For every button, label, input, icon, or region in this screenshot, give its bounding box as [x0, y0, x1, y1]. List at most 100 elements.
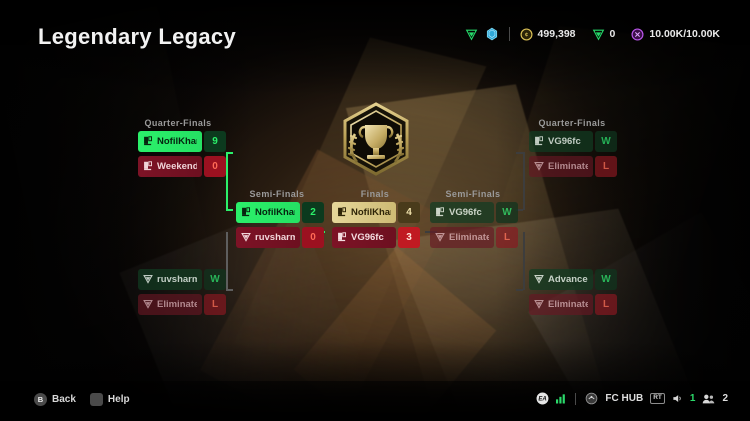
- pennant-icon: [534, 300, 544, 309]
- team-name: Weekend4(: [157, 161, 197, 172]
- ea-logo-icon: EA: [536, 392, 549, 405]
- speaker-icon: [672, 393, 683, 404]
- team-score: 4: [398, 202, 420, 223]
- team-name: Eliminated: [449, 232, 489, 243]
- team-score: 0: [302, 227, 324, 248]
- team-name-cell: ruvsharmak: [138, 269, 202, 290]
- team-name: Advanced: [548, 274, 588, 285]
- flag-icon: [535, 136, 544, 146]
- match-qf-left-bottom[interactable]: ruvsharmak W Eliminated L: [138, 269, 226, 319]
- match-qf-left-top[interactable]: NofilKhan2 9 Weekend4( 0: [138, 131, 226, 181]
- pennant-icon: [143, 275, 153, 284]
- team-score: 2: [302, 202, 324, 223]
- xp-amount: 10.00K/10.00K: [649, 28, 720, 40]
- fc-hub-label[interactable]: FC HUB: [605, 393, 644, 404]
- rt-trigger-key: RT: [650, 393, 665, 404]
- team-score: W: [496, 202, 518, 223]
- flag-icon: [338, 232, 347, 242]
- bracket-team-row[interactable]: VG96fc W: [430, 202, 518, 223]
- bracket-team-row[interactable]: VG96fc W: [529, 131, 617, 152]
- flag-icon: [144, 136, 153, 146]
- gem-icon: [485, 27, 499, 41]
- bracket-team-row[interactable]: ruvsharmak W: [138, 269, 226, 290]
- round-label-finals: Finals: [360, 189, 390, 199]
- help-button[interactable]: Help: [89, 393, 130, 406]
- bracket-team-row[interactable]: NofilKhan2 9: [138, 131, 226, 152]
- coin-icon: ¢: [520, 27, 533, 41]
- team-name: Eliminated: [157, 299, 197, 310]
- bracket-team-row[interactable]: Eliminated L: [529, 294, 617, 315]
- flag-icon: [144, 161, 153, 171]
- vc-points-icon: [592, 28, 605, 41]
- svg-text:EA: EA: [539, 397, 547, 403]
- team-name: NofilKhan2: [255, 207, 295, 218]
- team-name-cell: Weekend4(: [138, 156, 202, 177]
- hud-divider: [508, 27, 510, 41]
- svg-text:¢: ¢: [525, 32, 528, 38]
- team-name: ruvsharmak: [157, 274, 197, 285]
- bracket-team-row[interactable]: NofilKhan2 2: [236, 202, 324, 223]
- back-button-label: Back: [52, 394, 76, 405]
- match-qf-right-bottom[interactable]: Advanced W Eliminated L: [529, 269, 617, 319]
- back-button[interactable]: B Back: [34, 393, 76, 406]
- team-score: L: [595, 294, 617, 315]
- round-label-sf-right: Semi-Finals: [445, 189, 501, 199]
- team-name: ruvsharmak: [255, 232, 295, 243]
- match-sf-right[interactable]: VG96fc W Eliminated L: [430, 202, 518, 252]
- pennant-icon: [241, 233, 251, 242]
- flag-icon: [436, 207, 445, 217]
- team-name: Eliminated: [548, 161, 588, 172]
- bracket-team-row[interactable]: Advanced W: [529, 269, 617, 290]
- pennant-icon: [534, 162, 544, 171]
- team-name-cell: Eliminated: [529, 294, 593, 315]
- team-score: L: [204, 294, 226, 315]
- team-score: W: [204, 269, 226, 290]
- match-sf-left[interactable]: NofilKhan2 2 ruvsharmak 0: [236, 202, 324, 252]
- team-name: VG96fc: [548, 136, 581, 147]
- pennant-icon: [435, 233, 445, 242]
- team-name-cell: ruvsharmak: [236, 227, 300, 248]
- currency-xp: 10.00K/10.00K: [631, 27, 720, 41]
- team-name: Eliminated: [548, 299, 588, 310]
- team-score: W: [595, 131, 617, 152]
- flag-icon: [242, 207, 251, 217]
- team-name-cell: VG96fc: [430, 202, 494, 223]
- team-score: 3: [398, 227, 420, 248]
- currency-coins: ¢ 499,398: [520, 27, 576, 41]
- footer-divider: [575, 392, 577, 405]
- bracket-team-row[interactable]: Eliminated L: [529, 156, 617, 177]
- trophy-badge-icon: [337, 100, 415, 182]
- party-count: 2: [722, 393, 728, 404]
- bracket-team-row[interactable]: ruvsharmak 0: [236, 227, 324, 248]
- match-qf-right-top[interactable]: VG96fc W Eliminated L: [529, 131, 617, 181]
- header: Legendary Legacy ¢ 499,398 0: [0, 0, 750, 68]
- bracket-team-row[interactable]: VG96fc 3: [332, 227, 420, 248]
- menu-button-icon: [89, 393, 103, 406]
- team-score: 9: [204, 131, 226, 152]
- footer-bar: B Back Help EA FC HUB RT 1: [0, 381, 750, 421]
- team-name: VG96fc: [449, 207, 482, 218]
- fc-hub-icon[interactable]: [585, 392, 598, 405]
- bracket-team-row[interactable]: Eliminated L: [138, 294, 226, 315]
- team-name: NofilKhan2: [157, 136, 197, 147]
- team-name-cell: Advanced: [529, 269, 593, 290]
- bracket-team-row[interactable]: NofilKhan2 4: [332, 202, 420, 223]
- footer-right-status: EA FC HUB RT 1 2: [536, 392, 728, 405]
- round-label-qf-right: Quarter-Finals: [538, 118, 606, 128]
- pennant-icon: [143, 300, 153, 309]
- team-name-cell: Eliminated: [529, 156, 593, 177]
- team-score: 0: [204, 156, 226, 177]
- bracket-team-row[interactable]: Eliminated L: [430, 227, 518, 248]
- team-name: NofilKhan2: [351, 207, 391, 218]
- team-score: L: [496, 227, 518, 248]
- team-score: L: [595, 156, 617, 177]
- pennant-icon: [534, 275, 544, 284]
- page-title: Legendary Legacy: [38, 24, 236, 49]
- round-label-sf-left: Semi-Finals: [249, 189, 305, 199]
- bracket-team-row[interactable]: Weekend4( 0: [138, 156, 226, 177]
- match-finals[interactable]: NofilKhan2 4 VG96fc 3: [332, 202, 420, 252]
- signal-icon: [556, 393, 566, 404]
- flag-icon: [338, 207, 347, 217]
- b-button-icon: B: [34, 393, 47, 406]
